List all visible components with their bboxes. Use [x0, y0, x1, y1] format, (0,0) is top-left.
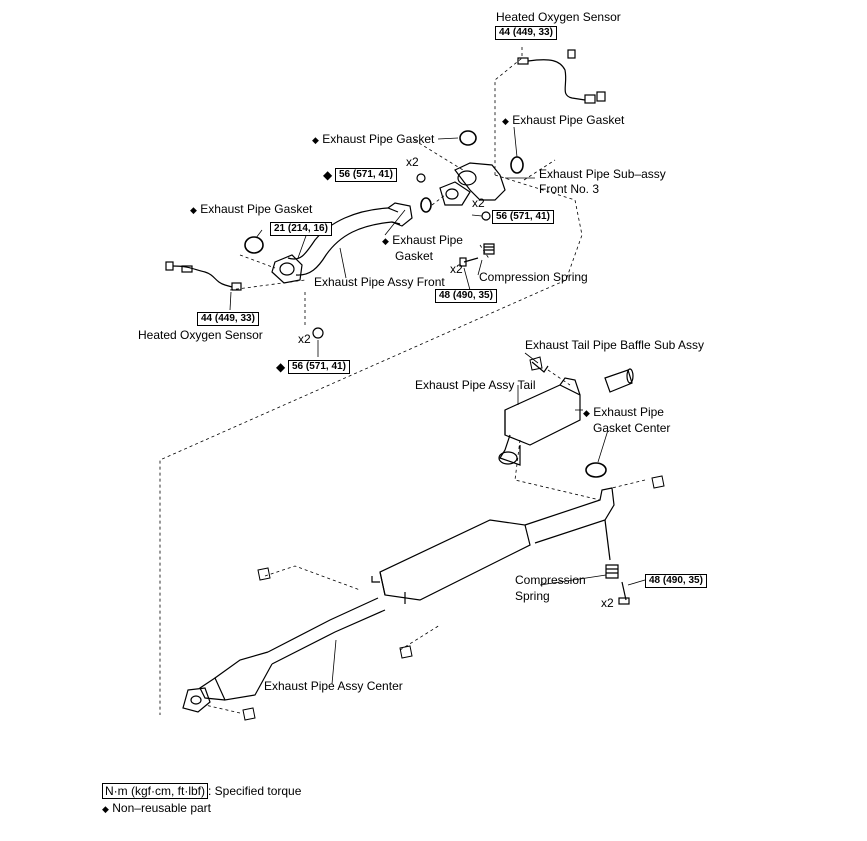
diamond-icon: ◆ [312, 135, 319, 145]
diamond-icon: ◆ [190, 205, 197, 215]
multiplier-bolt-sub: x2 [472, 196, 485, 210]
diamond-icon: ◆ [276, 360, 286, 374]
assembly-guide-lines [159, 47, 646, 715]
gasket-top-center [459, 130, 477, 146]
label-heated-oxygen-sensor-left: Heated Oxygen Sensor [138, 328, 263, 342]
legend-nonreusable: ◆ Non–reusable part [102, 801, 211, 816]
torque-hos-left: 44 (449, 33) [197, 312, 259, 326]
legend-nonreusable-text: Non–reusable part [112, 801, 211, 815]
gasket-center [585, 462, 607, 478]
torque-nut-bottom: 56 (571, 41) [288, 360, 350, 374]
compression-spring-bottom [605, 564, 630, 605]
torque-bolt-sub: 56 (571, 41) [492, 210, 554, 224]
hangers-center [242, 475, 665, 721]
label-tail-pipe-baffle: Exhaust Tail Pipe Baffle Sub Assy [525, 338, 704, 352]
diamond-icon: ◆ [323, 168, 333, 182]
tail-pipe-baffle [604, 368, 634, 393]
label-gasket-mid-2: Gasket [395, 249, 434, 263]
label-exhaust-pipe-assy-center: Exhaust Pipe Assy Center [264, 679, 403, 693]
diamond-icon: ◆ [102, 804, 109, 814]
heated-oxygen-sensor-left [165, 261, 242, 291]
label-sub-assy-1: Exhaust Pipe Sub–assy [539, 167, 666, 181]
label-exhaust-pipe-assy-tail: Exhaust Pipe Assy Tail [415, 378, 536, 392]
legend-torque-box: N·m (kgf·cm, ft·lbf) [102, 783, 208, 799]
label-compression-spring-bottom-1: Compression [515, 573, 586, 587]
hanger-tail-top [529, 356, 543, 371]
label-exhaust-pipe-assy-front: Exhaust Pipe Assy Front [314, 275, 445, 289]
multiplier-bolt-spring-bottom: x2 [601, 596, 614, 610]
label-compression-spring-top: Compression Spring [479, 270, 588, 284]
label-gasket-mid-1: ◆ Exhaust Pipe [382, 233, 463, 248]
torque-bolt-spring-top: 48 (490, 35) [435, 289, 497, 303]
leader-lines [229, 126, 646, 685]
label-sub-assy-2: Front No. 3 [539, 182, 600, 196]
label-text: Exhaust Pipe Gasket [512, 113, 625, 127]
label-gasket-top-center: ◆ Exhaust Pipe Gasket [312, 132, 434, 147]
torque-nut-top: 56 (571, 41) [335, 168, 397, 182]
label-text: Exhaust Pipe Gasket [322, 132, 435, 146]
exhaust-pipe-assy-front [271, 202, 413, 284]
label-compression-spring-bottom-2: Spring [515, 589, 550, 603]
exhaust-pipe-assy-tail [498, 361, 581, 466]
label-heated-oxygen-sensor-top: Heated Oxygen Sensor [496, 10, 621, 24]
label-gasket-left: ◆ Exhaust Pipe Gasket [190, 202, 312, 217]
diamond-icon: ◆ [502, 116, 509, 126]
multiplier-nut-top: x2 [406, 155, 419, 169]
torque-front-flange: 21 (214, 16) [270, 222, 332, 236]
legend-torque: N·m (kgf·cm, ft·lbf): Specified torque [102, 783, 302, 799]
multiplier-nut-bottom: x2 [298, 332, 311, 346]
gasket-left [244, 236, 264, 254]
nut-bottom [312, 327, 324, 339]
label-text: Exhaust Pipe [392, 233, 463, 247]
gasket-top-right [510, 156, 524, 174]
label-gasket-top-right: ◆ Exhaust Pipe Gasket [502, 113, 624, 128]
legend-torque-text: : Specified torque [208, 784, 302, 798]
label-text: Exhaust Pipe [593, 405, 664, 419]
exhaust-pipe-assy-center [182, 487, 615, 713]
torque-bolt-spring-bottom: 48 (490, 35) [645, 574, 707, 588]
bolt-spring-top [459, 243, 495, 267]
heated-oxygen-sensor-top [517, 49, 606, 104]
diamond-icon: ◆ [382, 236, 389, 246]
exhaust-pipe-sub-assy-front-no3 [416, 162, 506, 221]
label-gasket-center-1: ◆ Exhaust Pipe [583, 405, 664, 420]
gasket-mid [420, 197, 432, 213]
diamond-icon: ◆ [583, 408, 590, 418]
multiplier-bolt-spring-top: x2 [450, 262, 463, 276]
label-gasket-center-2: Gasket Center [593, 421, 671, 435]
label-text: Exhaust Pipe Gasket [200, 202, 313, 216]
torque-hos-top: 44 (449, 33) [495, 26, 557, 40]
